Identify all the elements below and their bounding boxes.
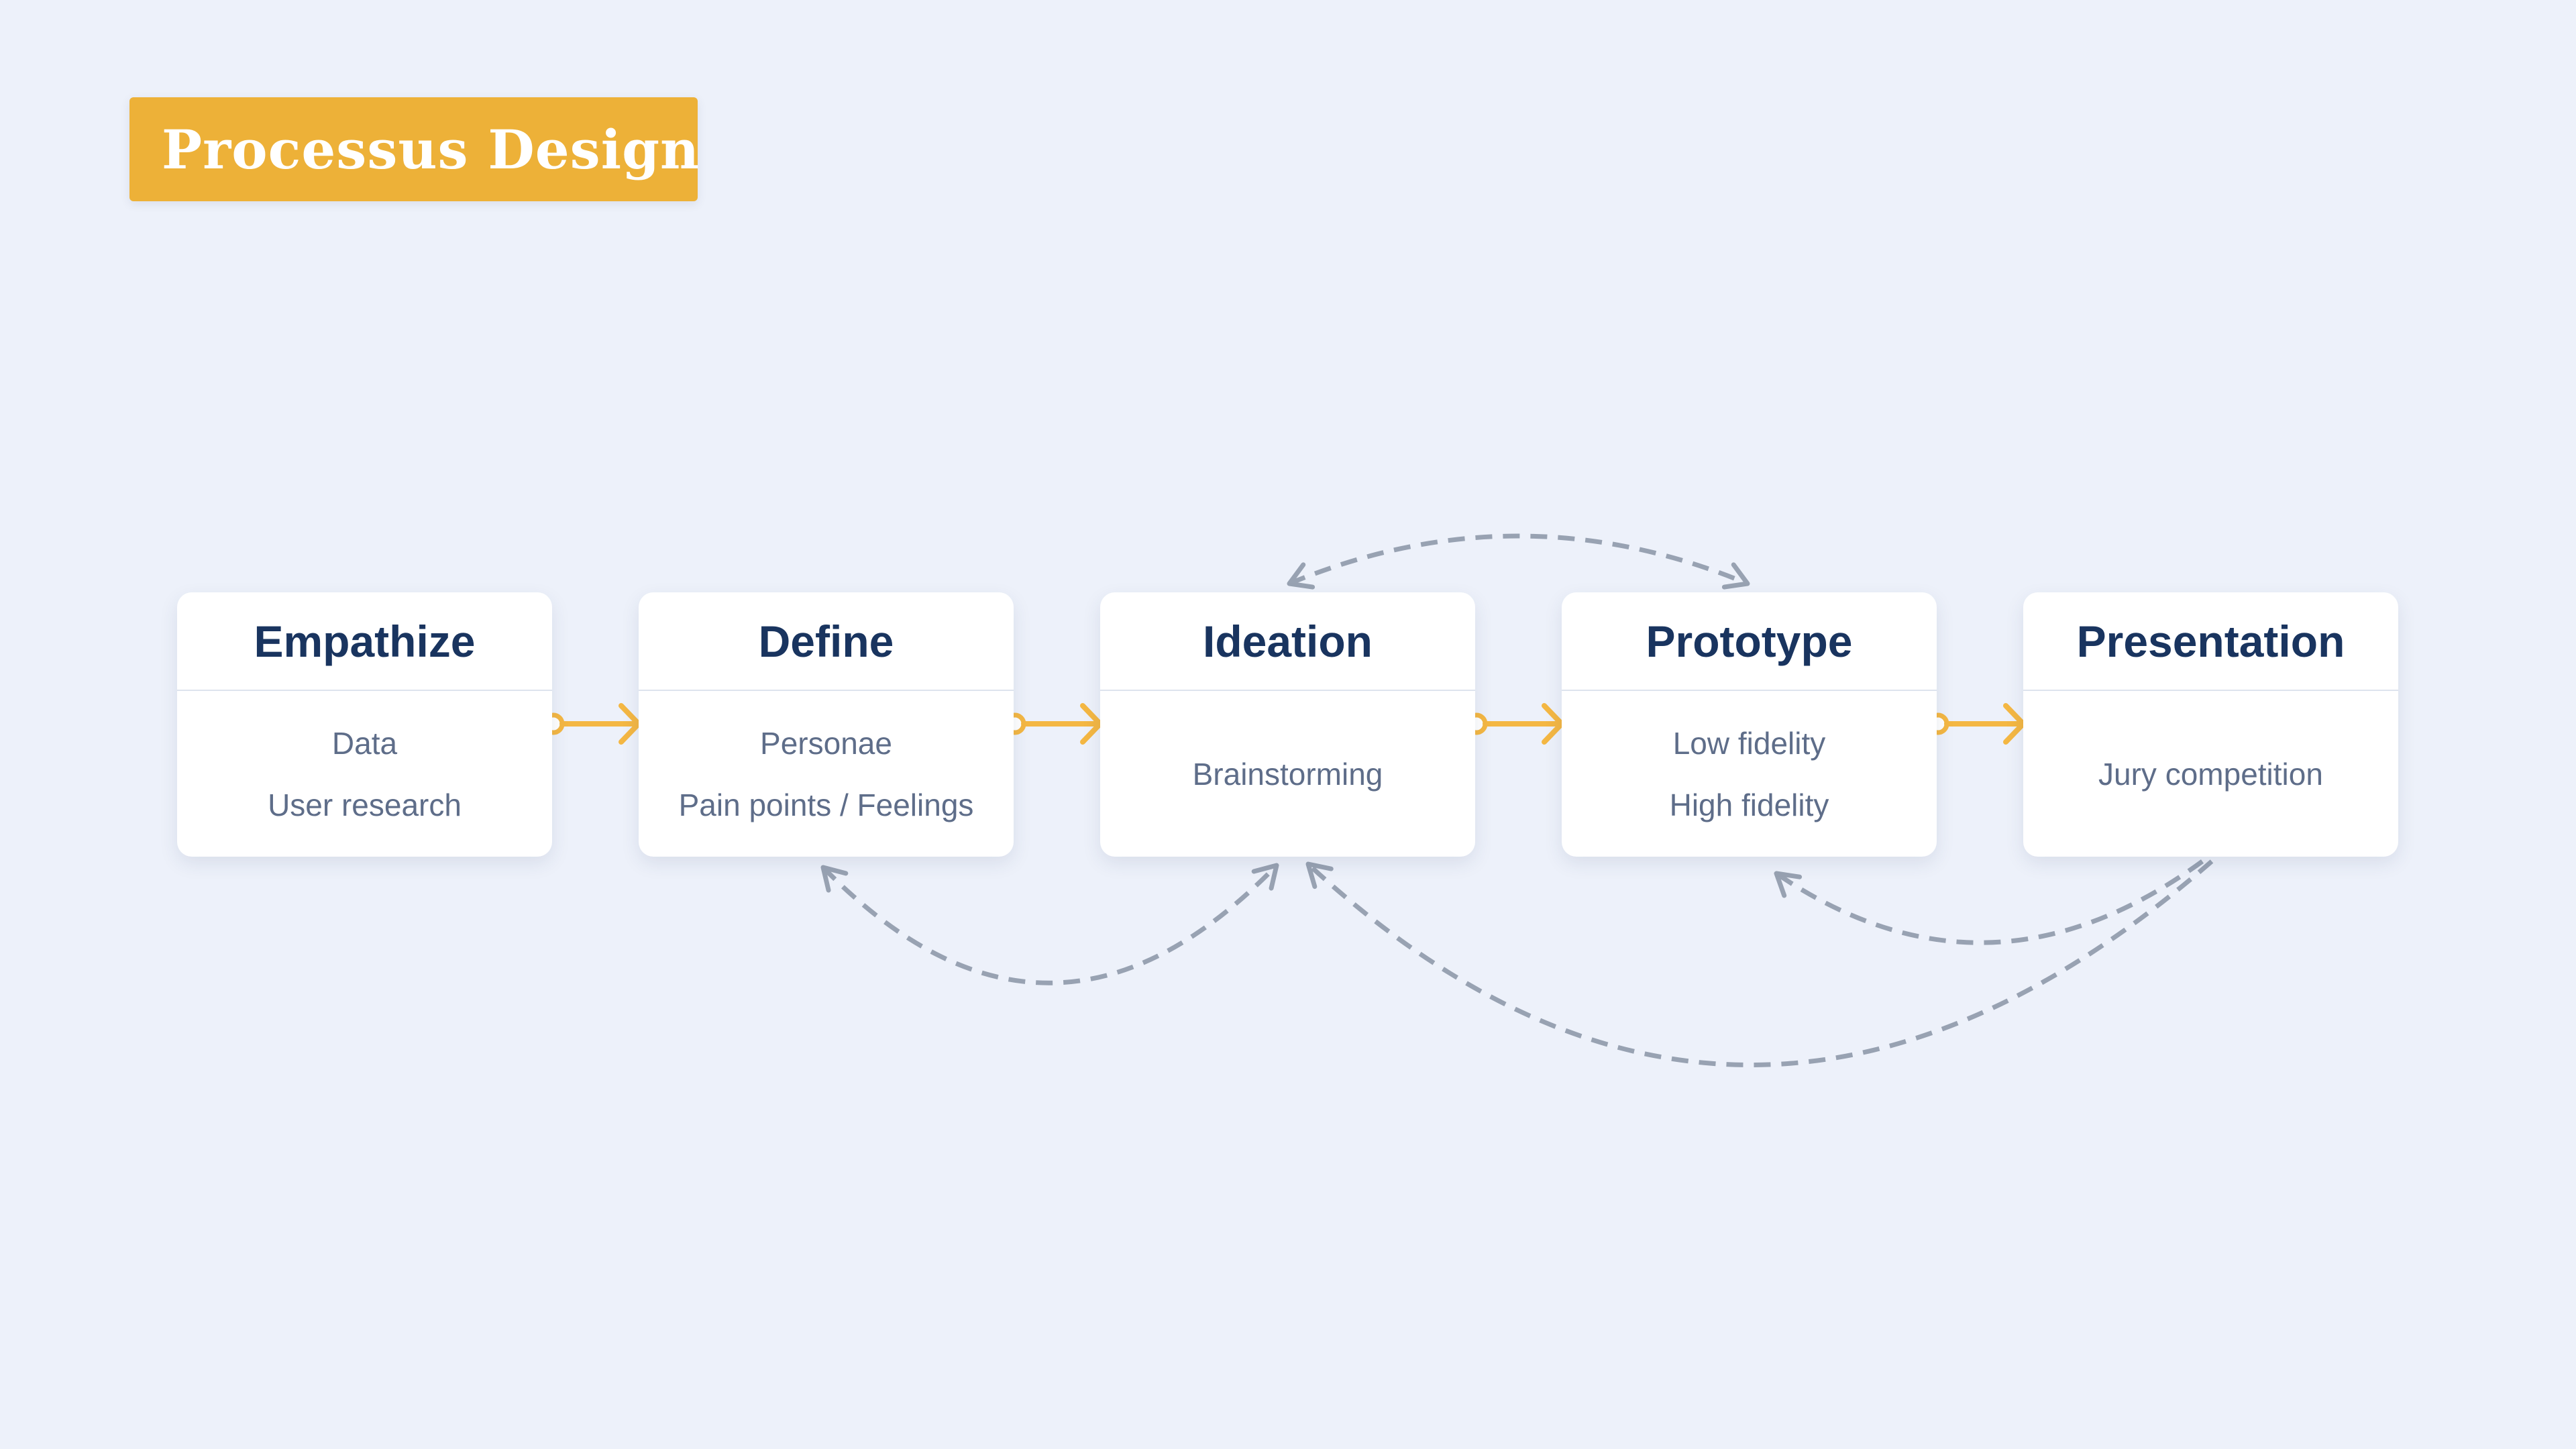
stage-item: Jury competition: [2098, 756, 2323, 792]
arrowhead-icon: [1287, 562, 1316, 590]
title-banner: Processus Design: [129, 97, 700, 201]
stage-item: User research: [268, 787, 462, 822]
stage-title: Ideation: [1202, 616, 1373, 666]
flow-arrow-empathize-define: [542, 703, 641, 745]
stage-card-define[interactable]: Define Personae Pain points / Feelings: [639, 592, 1014, 857]
stage-body: Jury competition: [2023, 691, 2398, 857]
stage-header: Presentation: [2023, 592, 2398, 691]
stage-item: Low fidelity: [1672, 725, 1826, 761]
stage-card-presentation[interactable]: Presentation Jury competition: [2023, 592, 2398, 857]
stage-header: Empathize: [177, 592, 552, 691]
feedback-arc-presentation-prototype-bottom: [1775, 859, 2204, 945]
stage-item: Data: [331, 725, 398, 761]
stage-title: Empathize: [254, 616, 476, 666]
stage-title: Prototype: [1646, 616, 1853, 666]
stage-header: Prototype: [1562, 592, 1937, 691]
stage-title: Presentation: [2076, 616, 2345, 666]
stage-body: Low fidelity High fidelity: [1562, 691, 1937, 857]
arrowhead-icon: [1774, 871, 1803, 898]
page-title: Processus Design: [162, 117, 700, 181]
stage-header: Define: [639, 592, 1014, 691]
feedback-arc-presentation-ideation-bottom: [1306, 859, 2214, 1067]
stage-title: Define: [758, 616, 894, 666]
flow-arrow-define-ideation: [1004, 703, 1103, 745]
stage-card-prototype[interactable]: Prototype Low fidelity High fidelity: [1562, 592, 1937, 857]
flow-arrow-prototype-presentation: [1927, 703, 2026, 745]
arrowhead-icon: [1251, 863, 1279, 891]
stage-body: Personae Pain points / Feelings: [639, 691, 1014, 857]
stage-item: High fidelity: [1669, 787, 1829, 822]
feedback-arc-ideation-prototype-top: [1288, 533, 1749, 586]
stage-item: Pain points / Feelings: [678, 787, 974, 822]
stage-item: Personae: [760, 725, 892, 761]
stage-item: Brainstorming: [1192, 756, 1383, 792]
stage-card-ideation[interactable]: Ideation Brainstorming: [1100, 592, 1475, 857]
stage-header: Ideation: [1100, 592, 1475, 691]
arrowhead-icon: [1305, 861, 1334, 890]
stage-body: Brainstorming: [1100, 691, 1475, 857]
flow-arrow-ideation-prototype: [1465, 703, 1564, 745]
arrowhead-icon: [820, 865, 849, 893]
stage-body: Data User research: [177, 691, 552, 857]
stage-card-empathize[interactable]: Empathize Data User research: [177, 592, 552, 857]
arrowhead-icon: [1721, 562, 1750, 590]
feedback-arc-define-ideation-bottom: [821, 863, 1279, 985]
